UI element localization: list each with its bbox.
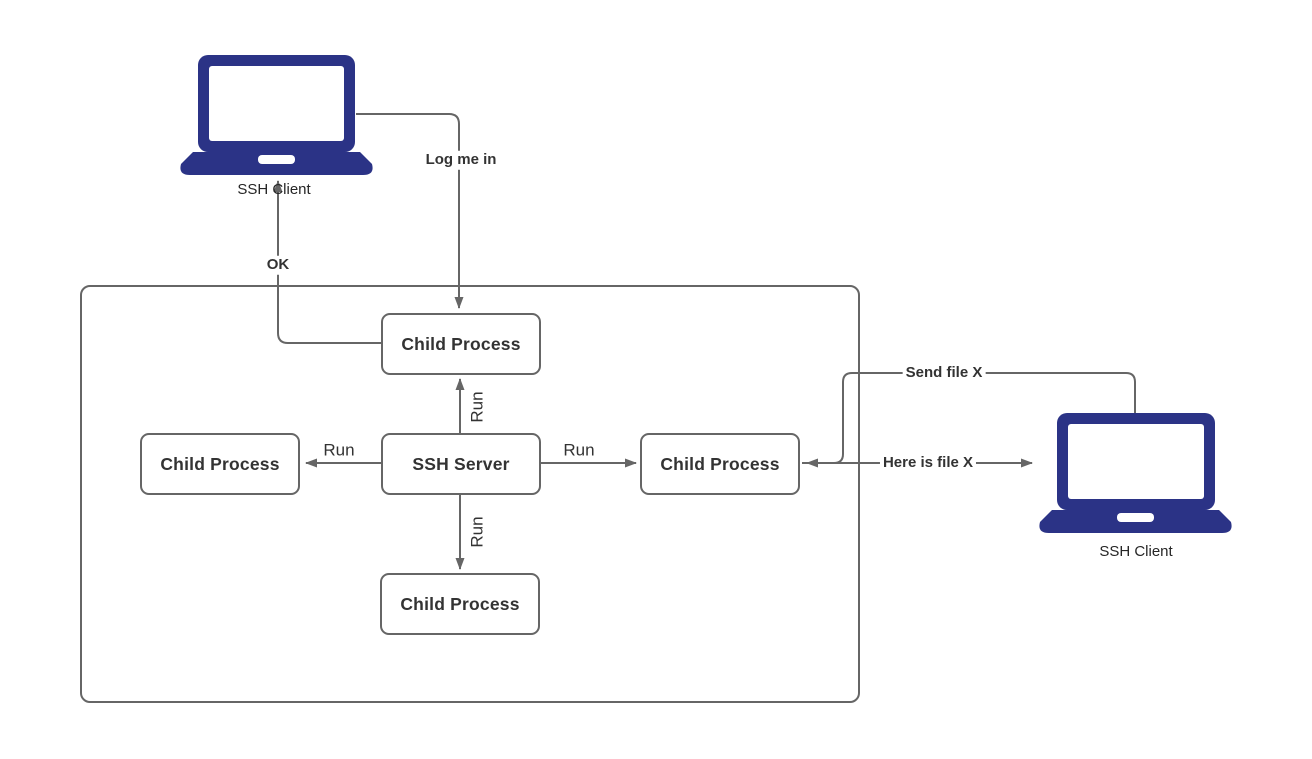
ssh-client-right-label: SSH Client <box>1099 542 1173 560</box>
run-left-label: Run <box>321 440 357 461</box>
node-child-process-bottom: Child Process <box>380 573 540 635</box>
run-up-label: Run <box>467 389 488 425</box>
ok-arrow <box>273 180 381 344</box>
log-me-in-label: Log me in <box>422 150 500 170</box>
here-is-file-label: Here is file X <box>879 453 977 473</box>
laptop-icon-right <box>1039 413 1232 533</box>
send-file-label: Send file X <box>902 363 986 383</box>
send-file-arrow <box>806 372 1136 468</box>
run-down-label: Run <box>467 514 488 550</box>
node-child-process-top: Child Process <box>381 313 541 375</box>
node-ssh-server: SSH Server <box>381 433 541 495</box>
laptop-icon-left <box>180 55 373 175</box>
log-me-in-arrow <box>356 113 464 309</box>
ok-label: OK <box>263 255 293 275</box>
server-boundary-box <box>80 285 860 703</box>
run-right-label: Run <box>561 440 597 461</box>
node-child-process-right: Child Process <box>640 433 800 495</box>
ssh-client-left-label: SSH Client <box>237 180 311 198</box>
node-child-process-left: Child Process <box>140 433 300 495</box>
